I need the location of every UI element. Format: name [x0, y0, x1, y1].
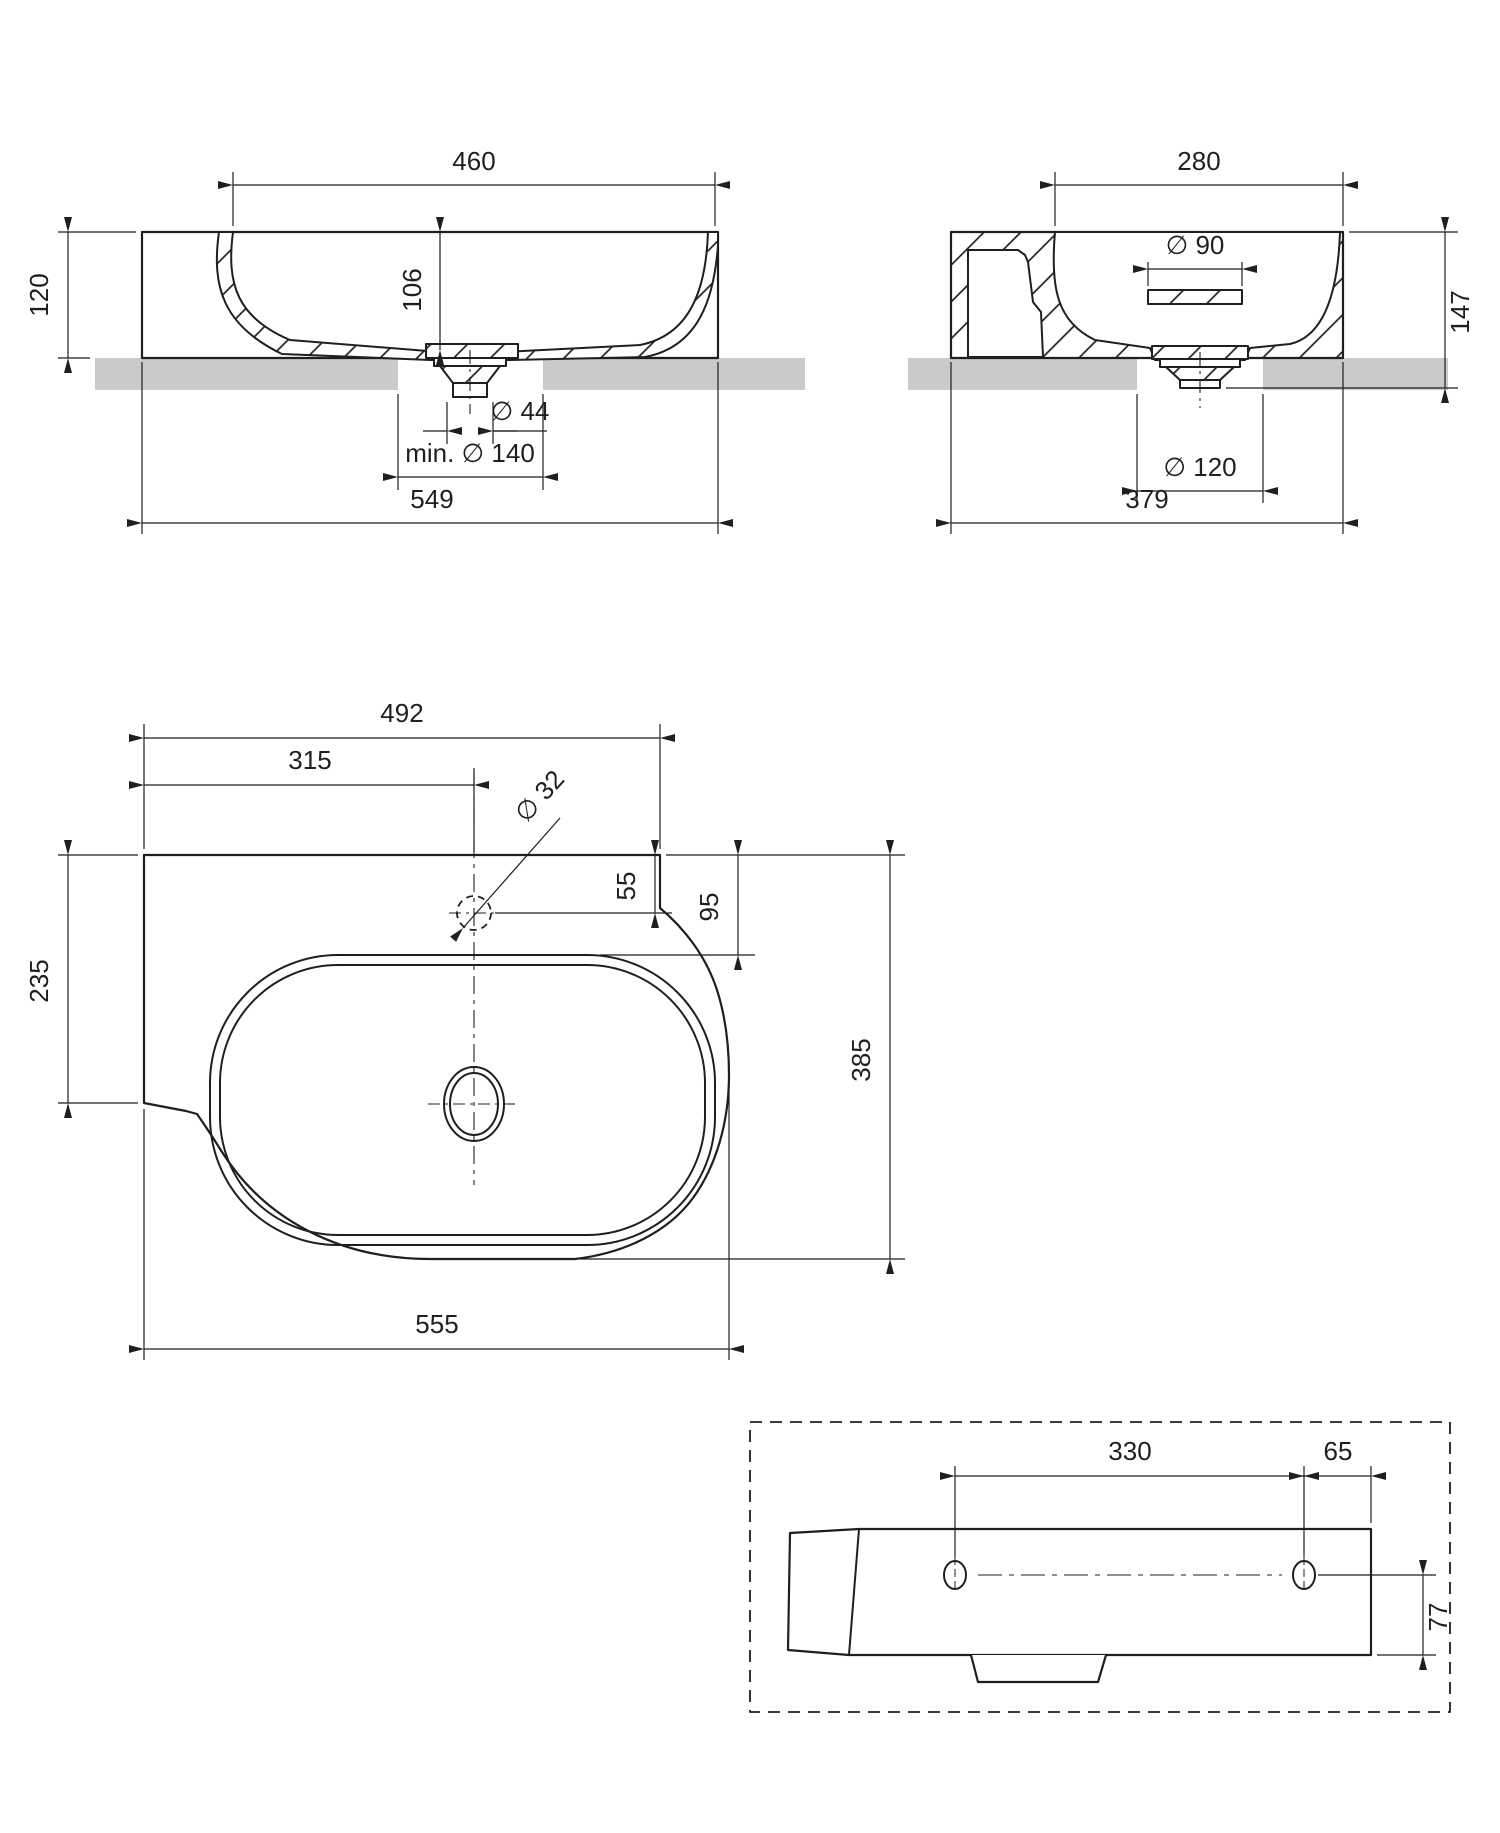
dim-label: 65: [1324, 1436, 1353, 1466]
dim-front-min-cutout: min. ∅ 140: [383, 394, 558, 490]
dim-side-height: 147: [1226, 217, 1475, 403]
dim-front-height: 120: [24, 217, 136, 373]
dim-side-top-width: 280: [1040, 146, 1358, 226]
dim-label: 280: [1177, 146, 1220, 176]
dim-label: 330: [1108, 1436, 1151, 1466]
dim-rear-hole-height: 77: [1318, 1560, 1453, 1670]
dim-label: 315: [288, 745, 331, 775]
plan-view: ∅ 32 492 315 55 95: [24, 698, 905, 1360]
dim-plan-total-width: 555: [129, 1085, 744, 1360]
dim-front-total-width: 549: [127, 362, 733, 534]
dim-label: ∅ 120: [1163, 452, 1236, 482]
dim-plan-basin-extent: 385: [580, 840, 905, 1274]
dim-label: 555: [415, 1309, 458, 1339]
rear-view: 330 65 77: [749, 1421, 1453, 1713]
dim-label: 385: [846, 1038, 876, 1081]
dim-side-total-depth: 379: [936, 362, 1358, 534]
dim-label: 460: [452, 146, 495, 176]
dim-label: 492: [380, 698, 423, 728]
countertop-band-left: [95, 358, 398, 390]
mounting-channel: [967, 249, 1044, 358]
dim-front-drain-dia: ∅ 44: [423, 396, 549, 444]
dim-label: 379: [1125, 484, 1168, 514]
drain-assembly-front: [425, 343, 519, 414]
rear-body-edge-line: [848, 1528, 860, 1656]
dim-plan-faucet-from-back: 55: [495, 840, 672, 928]
side-section-view: ∅ 90 280 ∅ 120 379: [908, 146, 1475, 534]
dim-side-drain-cutout: ∅ 120: [1122, 394, 1278, 503]
dim-front-inner-depth: 106: [397, 217, 444, 365]
dim-label: 549: [410, 484, 453, 514]
basin-rim-inner: [219, 964, 706, 1236]
dim-label: ∅ 44: [491, 396, 550, 426]
overflow-bar: [1147, 289, 1243, 305]
dim-plan-left-height: 235: [24, 840, 138, 1118]
dim-label: 77: [1423, 1603, 1453, 1632]
dim-side-overflow-dia: ∅ 90: [1133, 230, 1257, 286]
front-section-view: 460 120 106 ∅ 44 min. ∅ 140: [24, 146, 805, 534]
dim-label: 235: [24, 959, 54, 1002]
countertop-band-back: [908, 358, 1137, 390]
dim-plan-faucet-from-left: 315: [129, 745, 489, 852]
dim-label: 106: [397, 268, 427, 311]
wall-section-hatch: [215, 231, 719, 364]
installation-boundary-box: [749, 1421, 1451, 1713]
dim-label: 120: [24, 273, 54, 316]
rear-body: [786, 1527, 1373, 1657]
dim-label: ∅ 90: [1166, 230, 1225, 260]
dim-front-top-width: 460: [218, 146, 730, 226]
drain-assembly-side: [1151, 345, 1249, 408]
countertop-band-front: [1263, 358, 1448, 390]
dim-label: 95: [694, 893, 724, 922]
dim-plan-basin-from-back: 95: [600, 840, 755, 970]
rear-drain-tab: [969, 1654, 1108, 1684]
dim-label: min. ∅ 140: [405, 438, 535, 468]
dim-label: 55: [611, 872, 641, 901]
basin-rim-outer: [209, 954, 716, 1246]
countertop-band-right: [543, 358, 805, 390]
dim-label: 147: [1445, 290, 1475, 333]
dim-rear-hole-spacing: 330 65: [940, 1436, 1386, 1557]
